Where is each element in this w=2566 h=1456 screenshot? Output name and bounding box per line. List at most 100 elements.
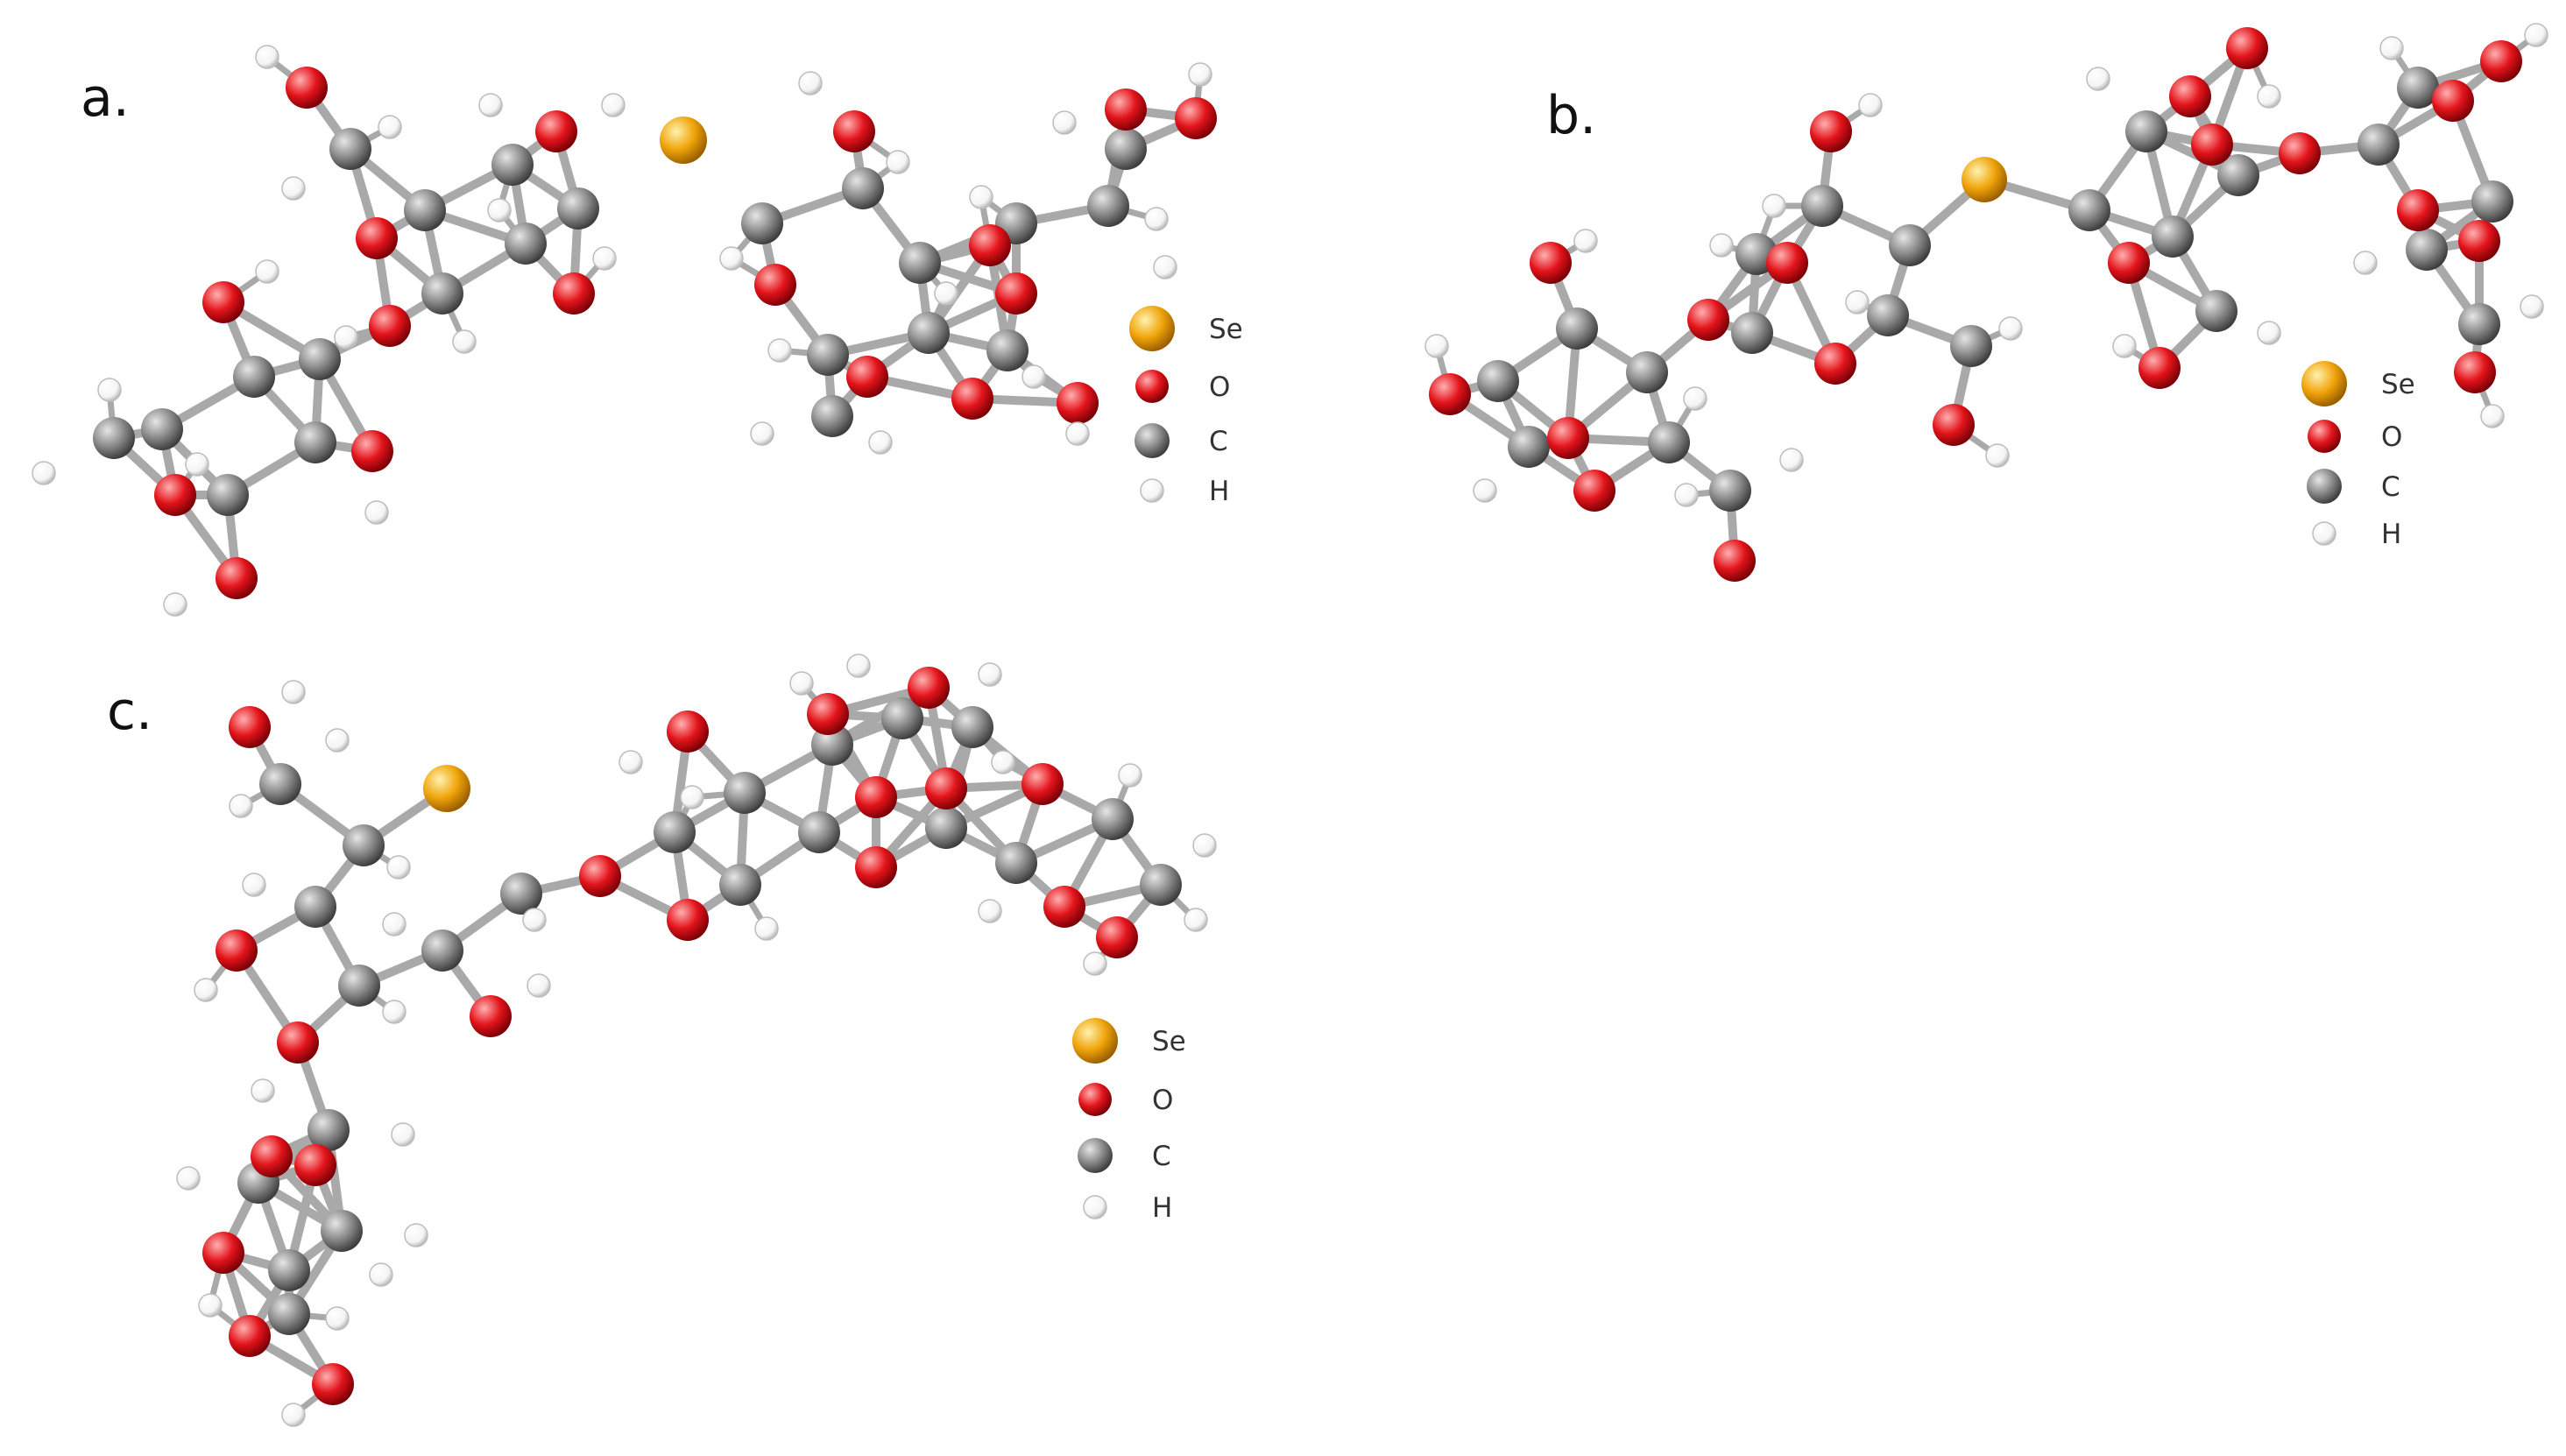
atom-h: [404, 1223, 428, 1247]
atom-o: [951, 378, 993, 420]
atom-h: [382, 1000, 406, 1024]
atom-c: [1648, 421, 1690, 463]
legend-a: Se O C H: [1129, 306, 1243, 507]
atom-c: [811, 724, 853, 766]
atom-h: [601, 93, 626, 117]
atom-o: [579, 855, 621, 897]
legend-label-c: C: [2381, 471, 2400, 503]
atom-h: [194, 978, 218, 1002]
atom-h: [487, 198, 512, 223]
atom-h: [2520, 294, 2544, 319]
atom-c: [93, 417, 135, 459]
atom-c: [1508, 426, 1550, 468]
atom-o: [294, 1144, 336, 1186]
legend-swatch-h: [1140, 478, 1164, 503]
atom-h: [242, 873, 266, 897]
legend-label-o: O: [2381, 421, 2402, 453]
legend-label-h: H: [1152, 1192, 1172, 1224]
atom-se: [1962, 157, 2007, 202]
atom-o: [1021, 763, 1064, 805]
atom-c: [908, 312, 950, 354]
atom-h: [1683, 386, 1707, 411]
atom-o: [1810, 110, 1852, 152]
atom-h: [789, 671, 814, 696]
panel-label-a: a.: [81, 67, 130, 129]
atom-h: [334, 325, 358, 350]
atom-c: [505, 223, 547, 265]
atom-c: [259, 763, 301, 805]
atom-o: [286, 67, 328, 109]
atom-o: [202, 281, 244, 323]
atom-h: [2480, 404, 2505, 428]
atom-o: [1043, 886, 1085, 928]
atom-c: [2406, 229, 2448, 271]
legend-swatch-c: [1078, 1138, 1113, 1173]
atom-c: [1626, 351, 1668, 393]
atom-c: [1105, 128, 1147, 170]
atom-h: [255, 45, 279, 69]
atom-h: [281, 1403, 306, 1427]
atom-h: [2112, 334, 2137, 358]
atom-h: [1153, 255, 1177, 279]
atom-h: [1192, 833, 1217, 858]
legend-label-se: Se: [1152, 1026, 1186, 1057]
legend-swatch-h: [2312, 521, 2336, 546]
atom-h: [1188, 62, 1212, 87]
atom-h: [198, 1293, 223, 1318]
atom-c: [338, 965, 380, 1007]
atom-h: [325, 1306, 350, 1331]
atom-c: [421, 929, 463, 972]
atom-h: [386, 855, 411, 880]
atom-o: [754, 264, 796, 306]
atom-c: [343, 824, 385, 866]
atom-o: [229, 1315, 271, 1357]
bonds-a: [106, 53, 1204, 583]
legend-label-c: C: [1152, 1141, 1171, 1172]
atom-o: [312, 1363, 354, 1405]
atom-h: [1473, 478, 1497, 503]
legend-b: Se O C H: [2301, 361, 2415, 550]
atom-o: [846, 356, 888, 398]
atom-se: [660, 117, 707, 164]
panel-a: a.: [32, 45, 1243, 617]
atom-c: [1950, 325, 1992, 367]
atom-o: [855, 846, 897, 888]
atom-c: [491, 144, 534, 186]
atom-h: [255, 259, 279, 284]
atom-o: [1530, 242, 1572, 284]
atom-o: [2191, 124, 2233, 166]
atom-o: [855, 776, 897, 818]
atom-h: [1065, 421, 1090, 446]
atoms-c: [176, 654, 1217, 1427]
atom-h: [478, 93, 503, 117]
atom-o: [1687, 299, 1729, 341]
atom-h: [452, 329, 477, 354]
atom-o: [277, 1021, 319, 1064]
atom-c: [951, 706, 993, 748]
atom-h: [978, 662, 1002, 687]
atom-h: [1021, 364, 1046, 389]
atom-h: [391, 1122, 415, 1147]
legend-label-se: Se: [2381, 369, 2415, 400]
atom-h: [1779, 448, 1804, 472]
molecule-b: [1424, 23, 2548, 582]
atom-h: [527, 973, 551, 998]
atom-c: [899, 242, 941, 284]
atom-h: [619, 750, 643, 774]
atom-o: [1057, 382, 1099, 424]
panel-b: b.: [1424, 23, 2548, 582]
atom-c: [294, 886, 336, 928]
atom-h: [846, 654, 871, 678]
legend-swatch-c: [1135, 423, 1170, 458]
atom-h: [750, 421, 774, 446]
legend-swatch-se: [1129, 306, 1175, 351]
atom-o: [1933, 404, 1975, 446]
atom-c: [986, 329, 1029, 371]
atom-c: [2217, 154, 2259, 196]
atom-h: [1424, 334, 1449, 358]
atom-h: [886, 150, 910, 174]
atom-h: [378, 115, 402, 139]
atom-o: [1573, 470, 1615, 512]
atom-h: [767, 338, 792, 363]
legend-swatch-se: [1072, 1018, 1118, 1064]
